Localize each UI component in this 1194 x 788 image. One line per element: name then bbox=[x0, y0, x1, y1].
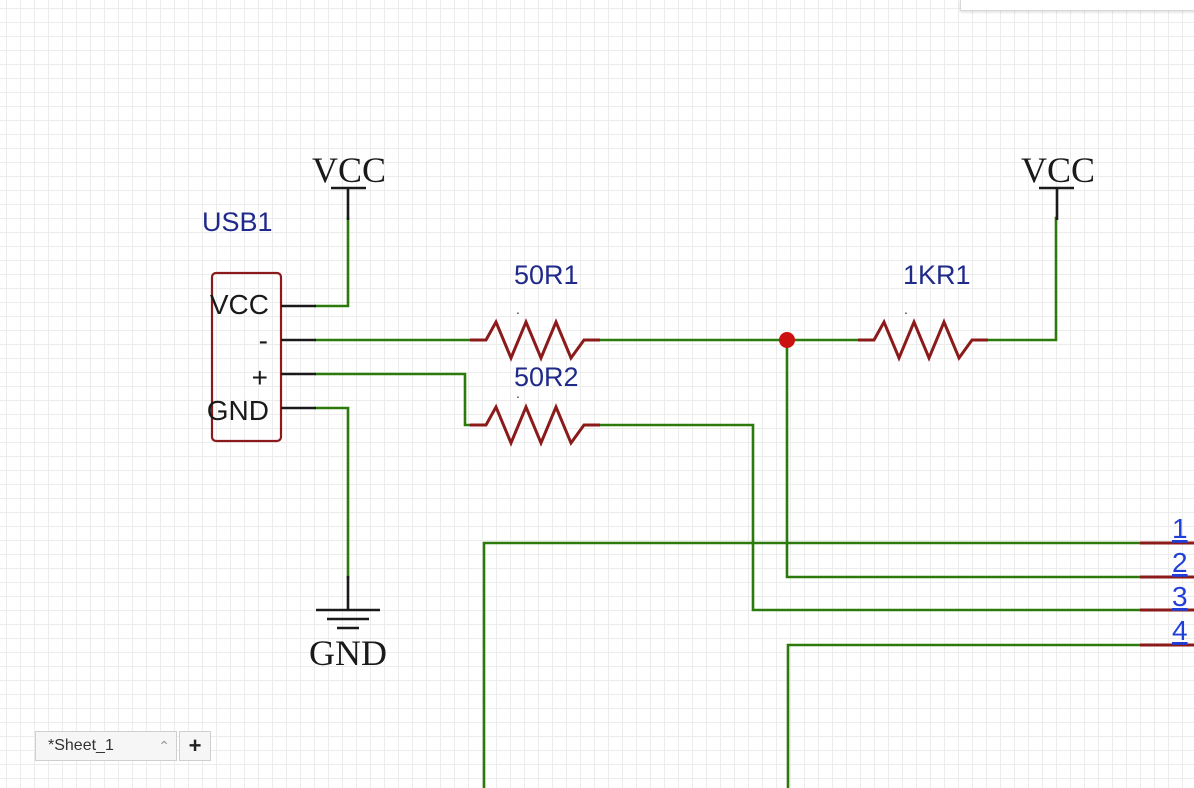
plus-icon: + bbox=[188, 733, 202, 758]
junction-dot bbox=[779, 332, 795, 348]
usb-designator: USB1 bbox=[202, 207, 273, 237]
resistor-1kr1[interactable]: 1KR1 . bbox=[858, 260, 988, 362]
resistor-1kr1-marker: . bbox=[904, 301, 908, 317]
usb-pin-label-vcc: VCC bbox=[210, 289, 269, 320]
usb-pin-label-minus: - bbox=[259, 325, 268, 356]
wire-port1[interactable] bbox=[482, 541, 1144, 788]
port-1-label: 1 bbox=[1172, 513, 1188, 544]
wire-port4[interactable] bbox=[786, 643, 1144, 788]
wire-50r2-port3[interactable] bbox=[598, 423, 1144, 612]
chevron-up-icon[interactable]: ⌃ bbox=[158, 737, 170, 754]
port-3-label: 3 bbox=[1172, 581, 1188, 612]
vcc-symbol-right[interactable]: VCC bbox=[1021, 150, 1095, 220]
resistor-50r2-marker: . bbox=[516, 385, 520, 401]
vcc-symbol-left[interactable]: VCC bbox=[312, 150, 386, 220]
output-ports[interactable]: 1 2 3 4 bbox=[1140, 513, 1194, 647]
resistor-50r2[interactable]: 50R2 . bbox=[470, 362, 600, 447]
resistor-1kr1-zigzag bbox=[858, 318, 988, 362]
resistor-1kr1-designator: 1KR1 bbox=[903, 260, 971, 290]
resistor-50r1-designator: 50R1 bbox=[514, 260, 579, 290]
resistor-50r1-marker: . bbox=[516, 301, 520, 317]
wire-usb-gnd[interactable] bbox=[314, 406, 350, 580]
sheet-tab-bar: *Sheet_1 ⌃ + bbox=[35, 731, 211, 763]
gnd-symbol[interactable]: GND bbox=[309, 576, 387, 673]
port-4-label: 4 bbox=[1172, 615, 1188, 646]
wire-junction-port2[interactable] bbox=[785, 338, 1144, 579]
usb-pin-label-plus: + bbox=[252, 362, 268, 393]
resistor-50r2-zigzag bbox=[470, 403, 600, 447]
add-sheet-button[interactable]: + bbox=[179, 731, 211, 761]
sheet-tab-sheet-1[interactable]: *Sheet_1 ⌃ bbox=[35, 731, 177, 761]
wire-1kr1-vcc[interactable] bbox=[986, 216, 1058, 342]
wires bbox=[314, 216, 1144, 788]
top-right-panel bbox=[960, 0, 1194, 11]
vcc-left-label: VCC bbox=[312, 150, 386, 190]
resistor-50r2-designator: 50R2 bbox=[514, 362, 579, 392]
vcc-right-label: VCC bbox=[1021, 150, 1095, 190]
sheet-tab-label: *Sheet_1 bbox=[48, 737, 114, 754]
wire-usb-plus[interactable] bbox=[314, 372, 472, 427]
gnd-label: GND bbox=[309, 633, 387, 673]
wire-usb-vcc[interactable] bbox=[314, 216, 350, 308]
port-2-label: 2 bbox=[1172, 547, 1188, 578]
resistor-50r1-zigzag bbox=[470, 318, 600, 362]
usb-body bbox=[210, 271, 283, 443]
resistor-50r1[interactable]: 50R1 . bbox=[470, 260, 600, 362]
usb-pin-label-gnd: GND bbox=[207, 395, 269, 426]
usb-connector[interactable]: VCC - + GND USB1 bbox=[202, 207, 316, 443]
